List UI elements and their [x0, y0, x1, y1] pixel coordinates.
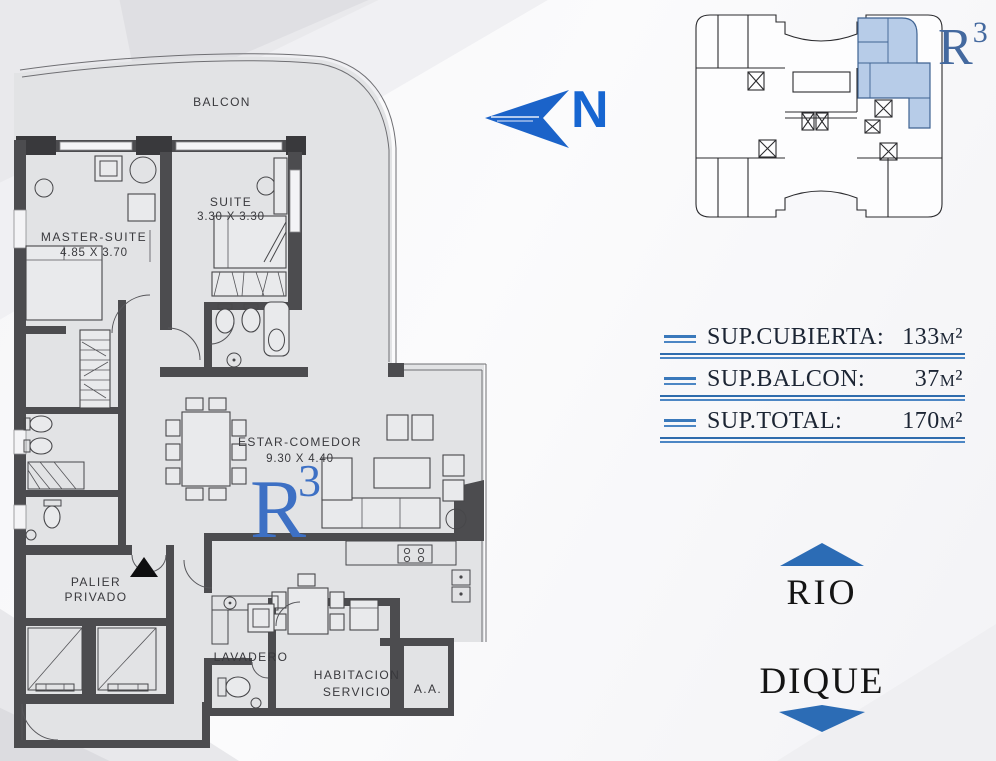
dique-indicator: DIQUE — [748, 660, 896, 732]
windows — [13, 141, 301, 530]
habitacion-label-2: SERVICIO — [323, 685, 391, 699]
floor-plan: BALCON MASTER-SUITE 4.85 X 3.70 SUITE 3.… — [13, 53, 487, 749]
suite-bathroom — [215, 301, 290, 368]
north-arrow-icon — [485, 90, 569, 148]
lavadero-fixtures — [211, 595, 279, 645]
dash-icon — [664, 419, 696, 430]
lavadero-label: LAVADERO — [214, 650, 289, 664]
dique-label: DIQUE — [759, 661, 885, 702]
suite-wardrobe — [211, 271, 287, 297]
estar-comedor-label: ESTAR-COMEDOR — [238, 435, 362, 449]
doors — [21, 294, 301, 741]
closet-shelving — [79, 329, 111, 409]
balcon-label: BALCON — [193, 95, 251, 109]
palier-label-1: PALIER — [71, 575, 121, 589]
underline — [660, 352, 965, 361]
area-row-balcon: SUP.BALCON: 37m² — [660, 364, 965, 406]
key-plan-unit-label: R3 — [938, 16, 988, 77]
unit-label-sup: 3 — [298, 455, 321, 506]
area-row-cubierta: SUP.CUBIERTA: 133m² — [660, 322, 965, 364]
entry-arrow-icon — [130, 557, 158, 577]
area-value: 170m² — [902, 408, 963, 434]
palier-label-2: PRIVADO — [65, 590, 128, 604]
key-plan-unit-base: R — [938, 19, 973, 76]
aa-label: A.A. — [414, 682, 442, 696]
rio-arrow-icon — [780, 543, 864, 566]
key-plan — [695, 14, 943, 218]
area-label: SUP.CUBIERTA: — [707, 324, 885, 350]
area-table: SUP.CUBIERTA: 133m² SUP.BALCON: 37m² SUP… — [660, 322, 965, 448]
key-plan-unit-sup: 3 — [972, 16, 988, 49]
sofa — [321, 414, 467, 530]
north-indicator: N — [483, 81, 633, 152]
area-label: SUP.TOTAL: — [707, 408, 843, 434]
suite-dims: 3.30 X 3.30 — [197, 211, 265, 223]
dique-arrow-icon — [779, 705, 865, 732]
elevators — [27, 627, 157, 692]
area-row-total: SUP.TOTAL: 170m² — [660, 406, 965, 448]
rio-indicator: RIO — [762, 543, 882, 613]
master-suite-label: MASTER-SUITE — [41, 230, 147, 244]
suite-label: SUITE — [210, 195, 252, 209]
underline — [660, 394, 965, 403]
area-value: 37m² — [914, 366, 963, 392]
dining-table — [165, 397, 247, 501]
unit-label: R — [250, 463, 306, 556]
area-label: SUP.BALCON: — [707, 366, 866, 392]
master-suite-dims: 4.85 X 3.70 — [60, 247, 128, 259]
dash-icon — [664, 335, 696, 346]
north-label: N — [571, 81, 609, 139]
habitacion-label-1: HABITACION — [314, 668, 400, 682]
dash-icon — [664, 377, 696, 388]
rio-label: RIO — [786, 572, 858, 612]
left-bathrooms — [23, 415, 85, 541]
key-plan-highlighted-unit — [857, 17, 931, 129]
area-value: 133m² — [902, 324, 963, 350]
service-bathroom — [217, 676, 262, 709]
master-suite-furniture — [25, 155, 157, 321]
suite-furniture — [213, 157, 288, 269]
underline — [660, 436, 965, 445]
estar-comedor-dims: 9.30 X 4.40 — [266, 453, 334, 465]
